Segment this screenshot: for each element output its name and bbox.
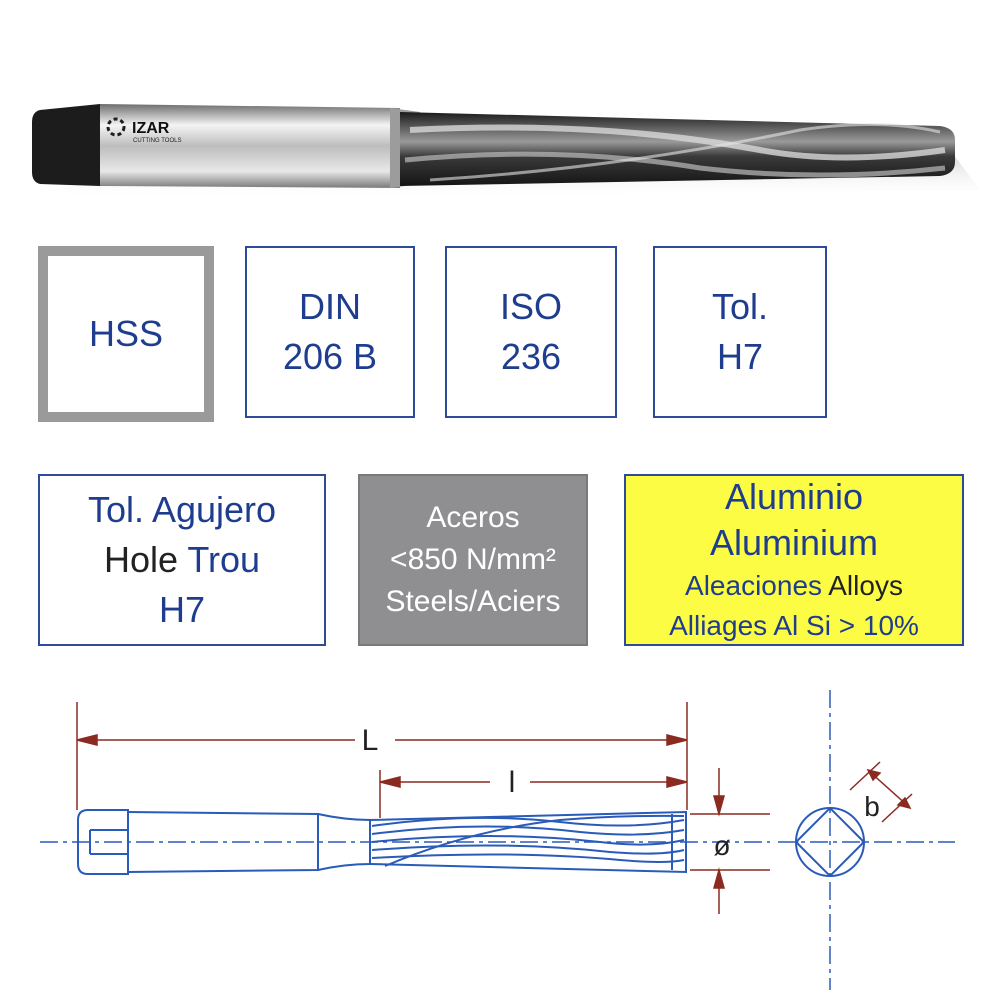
iso-number: 236	[500, 336, 562, 377]
tolerance-label: Tol.	[711, 286, 769, 327]
izar-star-icon	[106, 117, 126, 137]
din-label: DIN	[299, 286, 361, 327]
tolerance-box: Tol. H7	[653, 246, 827, 418]
steel-box: Aceros <850 N/mm² Steels/Aciers	[358, 474, 588, 646]
arrowhead-L-left	[76, 734, 98, 746]
arrowhead-b-top	[866, 768, 882, 782]
drawing-neck	[317, 813, 371, 871]
dim-b-extension-1	[849, 761, 881, 791]
end-view: b	[778, 690, 955, 990]
arrowhead-b-bottom	[896, 796, 912, 810]
reamer-shank	[100, 104, 400, 188]
iso-label: ISO	[499, 286, 562, 327]
drawing-flute-4	[371, 844, 685, 855]
drawing-flute-2	[371, 825, 685, 836]
arrowhead-l-left	[379, 776, 401, 788]
drawing-shank	[127, 811, 319, 873]
material-label: HSS	[88, 313, 164, 354]
din-box: DIN 206 B	[245, 246, 415, 418]
brand-subtitle: CUTTING TOOLS	[133, 138, 181, 144]
brand-name: IZAR	[132, 120, 170, 137]
dimension-b-label: b	[864, 791, 880, 822]
arrowhead-L-right	[666, 734, 688, 746]
arrowhead-l-right	[666, 776, 688, 788]
steel-strength: <850 N/mm²	[390, 543, 556, 576]
flute-highlight-1	[409, 124, 946, 161]
drawing-flute-5	[371, 853, 685, 863]
hole-trou-line: Hole Trou	[104, 535, 260, 585]
flute-highlight-2	[404, 151, 946, 178]
drawing-flute-3	[371, 835, 685, 846]
dimension-l-label: l	[509, 766, 516, 799]
aluminium-es: Aluminio	[724, 476, 864, 517]
hole-tolerance-value: H7	[158, 589, 206, 630]
izar-logo: IZAR CUTTING TOOLS	[106, 117, 181, 144]
dimension-L-label: L	[362, 724, 379, 757]
flute-highlight-3	[429, 123, 941, 182]
aluminium-en: Aluminium	[709, 522, 879, 563]
alloys-line: Aleaciones Alloys	[685, 566, 903, 606]
trou-word: Trou	[187, 539, 261, 580]
drawing-flute-1	[371, 816, 685, 827]
aluminium-box: Aluminio Aluminium Aleaciones Alloys All…	[624, 474, 964, 646]
iso-box: ISO 236	[445, 246, 617, 418]
reamer-photo: IZAR CUTTING TOOLS	[32, 104, 980, 200]
alloys-en: Alloys	[828, 570, 903, 601]
dimension-diameter-label: ø	[713, 830, 730, 861]
steel-subtitle: Steels/Aciers	[385, 585, 561, 618]
drawing-square-end	[77, 809, 129, 875]
drawing-flute-6	[384, 814, 685, 867]
technical-drawing: L l ø b	[40, 690, 955, 990]
din-number: 206 B	[282, 336, 378, 377]
material-box: HSS	[38, 246, 214, 422]
dim-b-extension-2	[881, 793, 913, 823]
hole-word: Hole	[103, 539, 178, 580]
hole-tolerance-title: Tol. Agujero	[87, 489, 277, 530]
end-view-circle	[795, 807, 865, 877]
steel-title: Aceros	[426, 501, 520, 534]
reamer-square-end	[32, 104, 100, 186]
alloys-es: Aleaciones	[685, 570, 823, 601]
hole-tolerance-box: Tol. Agujero Hole Trou H7	[38, 474, 326, 646]
end-view-square	[796, 808, 864, 876]
drawing-flute-body	[369, 810, 687, 874]
arrowhead-diameter-bottom	[713, 867, 725, 889]
alloys-fr: Alliages Al Si > 10%	[669, 610, 919, 641]
tolerance-value: H7	[716, 336, 764, 377]
arrowhead-diameter-top	[713, 795, 725, 817]
